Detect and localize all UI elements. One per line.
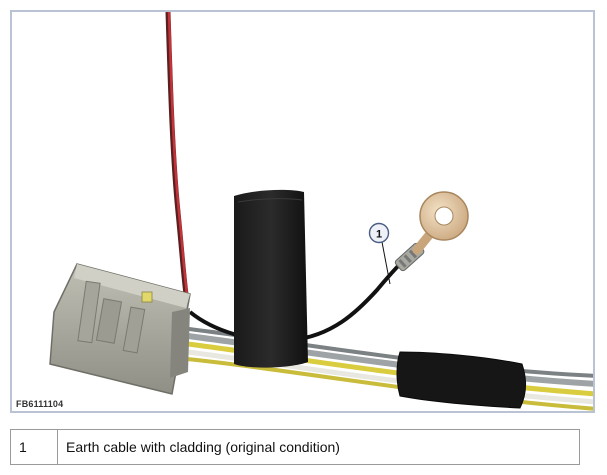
legend-row: 1 Earth cable with cladding (original co… [10, 429, 580, 465]
callout-leader [381, 241, 391, 285]
callout-number: 1 [376, 229, 382, 241]
black-tape-band [234, 189, 308, 368]
legend-number: 1 [10, 429, 58, 465]
ring-lug [412, 191, 469, 255]
legend-table: 1 Earth cable with cladding (original co… [10, 429, 580, 465]
callout-marker: 1 [368, 222, 390, 244]
legend-description: Earth cable with cladding (original cond… [57, 429, 580, 465]
figure-code: FB6111104 [14, 399, 66, 409]
earth-cable [188, 260, 404, 343]
wire-bundle [171, 325, 593, 411]
black-tape-sleeve [396, 351, 527, 409]
wiring-harness-photo: 1 [49, 12, 593, 411]
connector [49, 263, 191, 395]
figure-frame: 1 FB6111104 [10, 10, 595, 413]
